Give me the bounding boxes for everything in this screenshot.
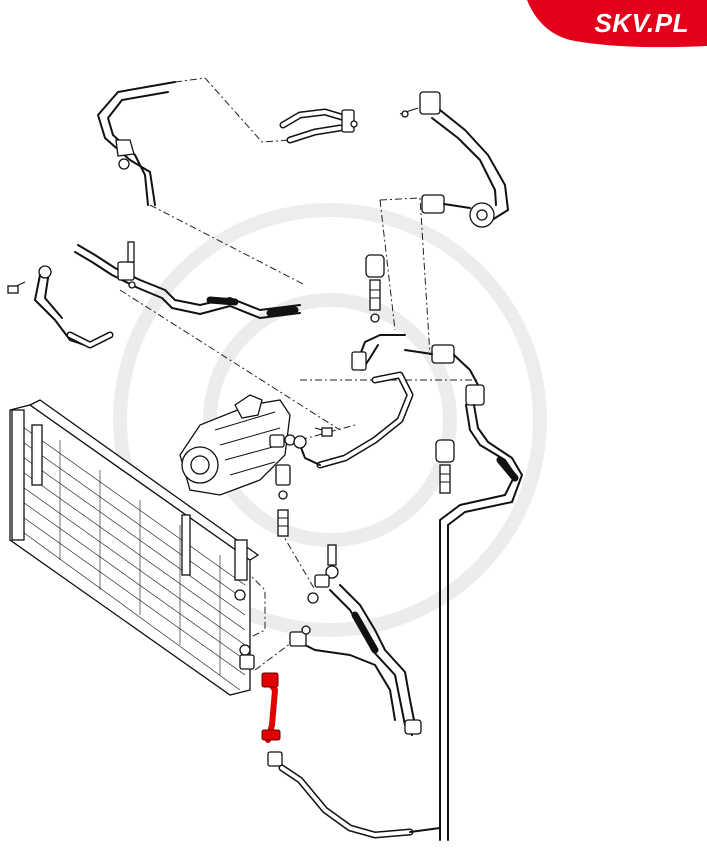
pressure-line: [299, 334, 479, 469]
condenser: [9, 399, 260, 696]
leader-lines: [119, 77, 480, 671]
service-valve-lower: [435, 439, 455, 494]
upper-right-hose: [399, 91, 509, 228]
brand-logo-text: SKV.PL: [594, 8, 689, 38]
right-long-pipe: [439, 384, 523, 841]
service-valve-upper: [365, 254, 385, 323]
pressure-switch: [275, 435, 307, 537]
upper-suction-pipe: [97, 81, 176, 206]
ac-compressor: [179, 394, 333, 496]
lower-liquid-hose: [267, 751, 441, 839]
middle-left-pipe: [7, 241, 301, 349]
upper-hose: [279, 108, 358, 144]
lower-middle-hose: [289, 544, 422, 736]
watermark-gear: [113, 203, 547, 637]
condenser-outlet-pipe: [261, 672, 281, 743]
